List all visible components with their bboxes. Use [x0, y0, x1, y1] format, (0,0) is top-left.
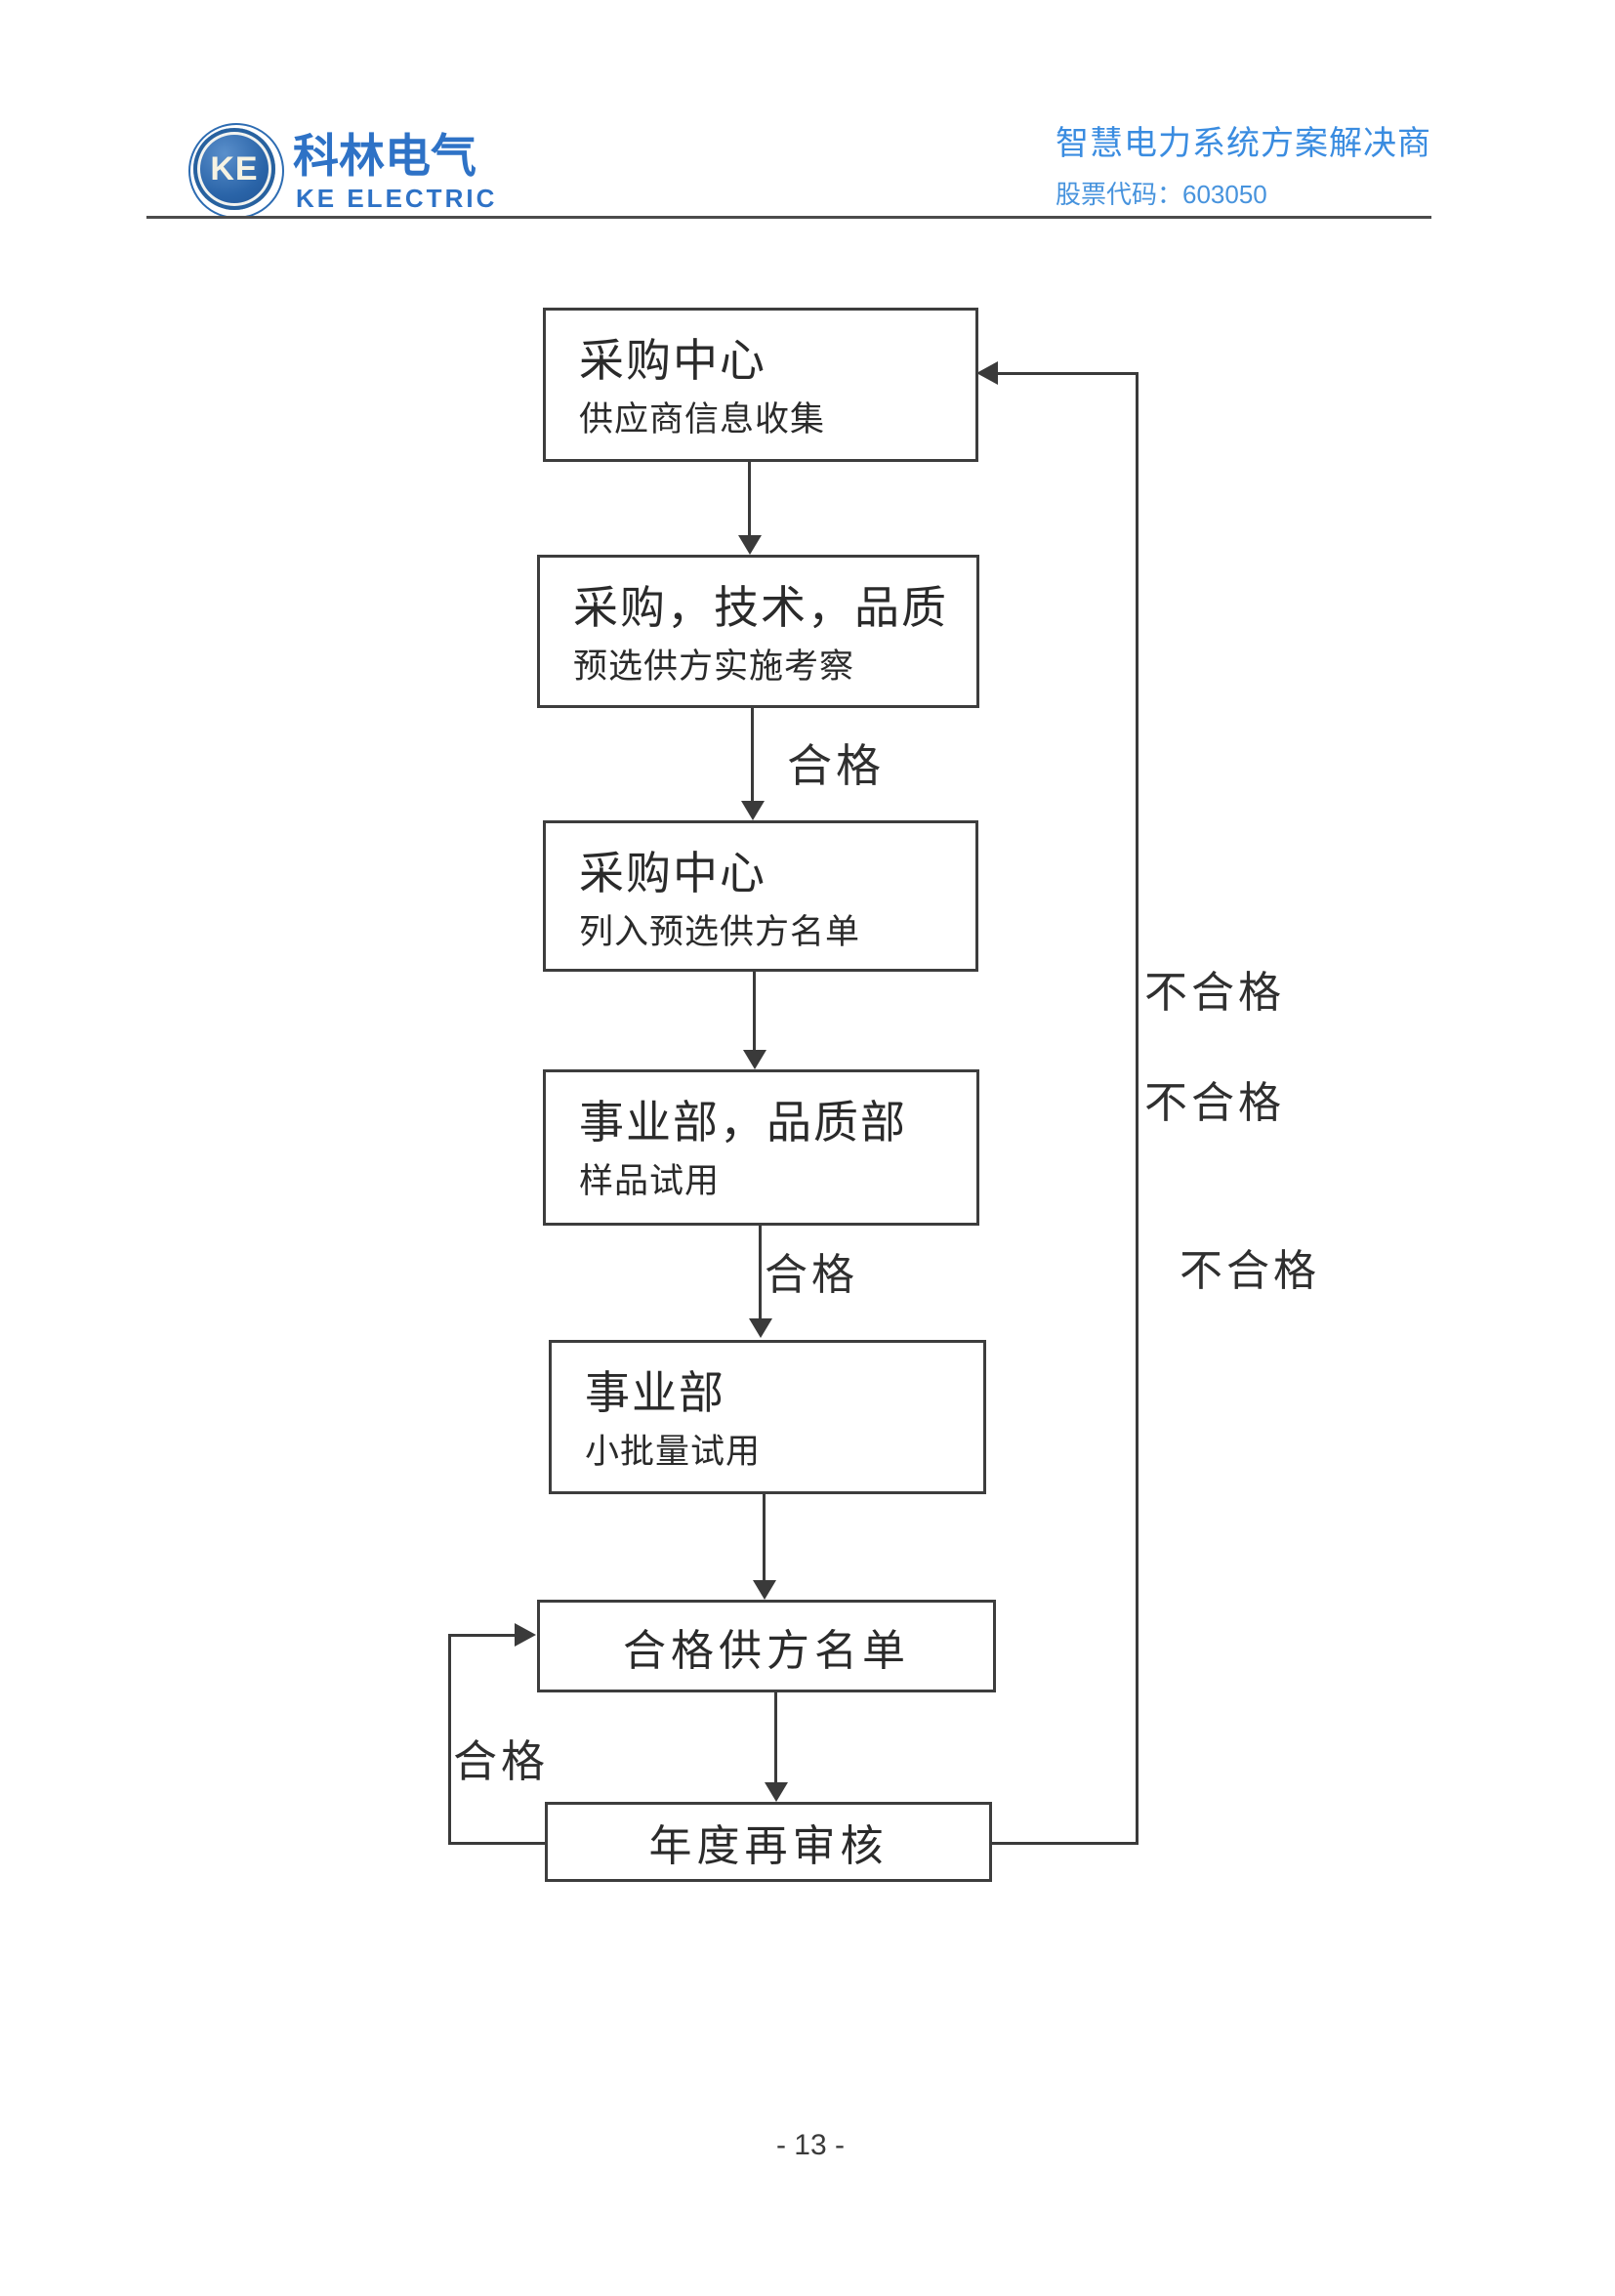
- arrow-down-icon: [753, 1580, 776, 1600]
- feedback-right-vertical: [1136, 372, 1139, 1845]
- edge-label-pass: 合格: [765, 1251, 858, 1299]
- box-subtitle: 列入预选供方名单: [579, 912, 861, 951]
- header-tagline: 智慧电力系统方案解决商: [1056, 125, 1431, 162]
- box-subtitle: 供应商信息收集: [579, 399, 826, 438]
- arrow-down-icon: [738, 535, 762, 555]
- flow-connector: [753, 972, 756, 1052]
- box-subtitle: 样品试用: [579, 1161, 721, 1200]
- edge-label-fail-2: 不合格: [1144, 1079, 1285, 1127]
- box-title: 事业部: [585, 1368, 725, 1418]
- ke-logo-disc: KE: [193, 128, 275, 210]
- flow-connector: [748, 462, 751, 536]
- stock-code: 股票代码：603050: [1056, 180, 1267, 209]
- feedback-top-horizontal: [998, 372, 1139, 375]
- company-name-en: KE ELECTRIC: [296, 184, 498, 213]
- edge-label-pass: 合格: [453, 1737, 550, 1786]
- loop-left-top: [448, 1634, 517, 1637]
- flow-connector: [751, 708, 754, 802]
- flow-connector: [759, 1226, 762, 1320]
- box-title: 采购中心: [579, 849, 766, 898]
- arrow-right-icon: [515, 1623, 536, 1647]
- flow-box-division-quality: 事业部，品质部 样品试用: [543, 1069, 979, 1226]
- box-title: 合格供方名单: [623, 1626, 910, 1675]
- feedback-bottom-horizontal: [992, 1842, 1139, 1845]
- flow-box-division: 事业部 小批量试用: [549, 1340, 986, 1494]
- flow-box-procurement-center-2: 采购中心 列入预选供方名单: [543, 820, 978, 972]
- arrow-down-icon: [743, 1050, 766, 1069]
- box-title: 事业部，品质部: [579, 1098, 907, 1148]
- loop-left-bottom: [448, 1842, 545, 1845]
- flow-connector: [774, 1692, 777, 1784]
- arrow-down-icon: [765, 1782, 788, 1802]
- page-number: - 13 -: [775, 2129, 846, 2161]
- edge-label-pass: 合格: [787, 741, 885, 791]
- flow-box-procurement-center-1: 采购中心 供应商信息收集: [543, 308, 978, 462]
- arrow-left-icon: [976, 361, 998, 385]
- edge-label-fail-3: 不合格: [1180, 1247, 1320, 1295]
- box-subtitle: 小批量试用: [585, 1432, 762, 1471]
- ke-logo-monogram: KE: [210, 149, 259, 188]
- box-title: 采购，技术，品质: [573, 583, 948, 633]
- ke-logo-icon: KE: [188, 123, 284, 219]
- loop-left-vertical: [448, 1635, 451, 1844]
- flow-box-annual-reaudit: 年度再审核: [545, 1802, 992, 1882]
- arrow-down-icon: [749, 1318, 772, 1338]
- box-title: 年度再审核: [648, 1822, 889, 1870]
- flow-box-procurement-tech-quality: 采购，技术，品质 预选供方实施考察: [537, 555, 979, 708]
- flow-box-qualified-supplier-list: 合格供方名单: [537, 1600, 996, 1692]
- box-subtitle: 预选供方实施考察: [573, 647, 855, 686]
- company-name-cn: 科林电气: [293, 130, 476, 182]
- header-divider: [146, 216, 1431, 219]
- box-title: 采购中心: [579, 336, 766, 386]
- arrow-down-icon: [741, 801, 765, 820]
- edge-label-fail-1: 不合格: [1144, 969, 1285, 1017]
- flow-connector: [763, 1494, 766, 1582]
